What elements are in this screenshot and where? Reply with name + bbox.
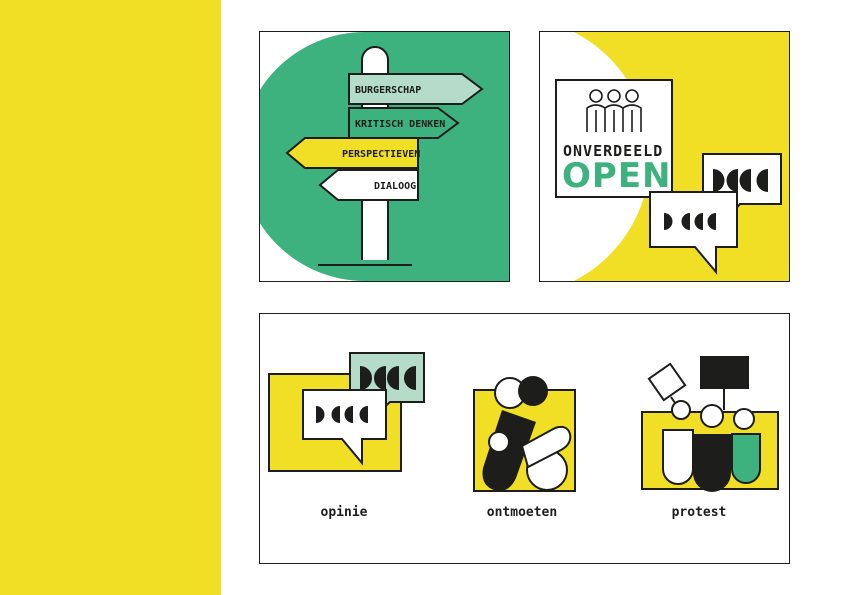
sign-burgerschap: BURGERSCHAP [348, 73, 484, 105]
people-group-icon [586, 89, 642, 132]
sign-kritisch-denken-label: KRITISCH DENKEN [355, 119, 445, 130]
protest-icon [641, 356, 779, 492]
caption-protest: protest [672, 505, 727, 520]
yellow-side-band [0, 0, 221, 595]
sign-kritisch-denken: KRITISCH DENKEN [348, 107, 460, 139]
signpost-panel: BURGERSCHAP KRITISCH DENKEN PERSPECTIEVE… [259, 31, 510, 282]
ontmoeten-icon [473, 376, 576, 492]
brand-line2: OPEN [562, 156, 672, 196]
sign-dialoog-label: DIALOOG [374, 181, 416, 192]
sign-perspectieven: PERSPECTIEVEN [285, 137, 420, 169]
icons-panel: opinie ontmoeten protest [259, 313, 790, 564]
caption-ontmoeten: ontmoeten [487, 505, 557, 520]
sign-burgerschap-label: BURGERSCHAP [355, 85, 421, 96]
caption-opinie: opinie [321, 505, 368, 520]
speech-bubble-icon [649, 191, 738, 275]
brand-panel: ONVERDEELD OPEN [539, 31, 790, 282]
brand-line1: ONVERDEELD [563, 142, 663, 160]
sign-dialoog: DIALOOG [318, 169, 419, 201]
sign-perspectieven-label: PERSPECTIEVEN [342, 149, 420, 160]
brand-logo-box [555, 79, 673, 198]
opinie-icon [268, 352, 425, 472]
